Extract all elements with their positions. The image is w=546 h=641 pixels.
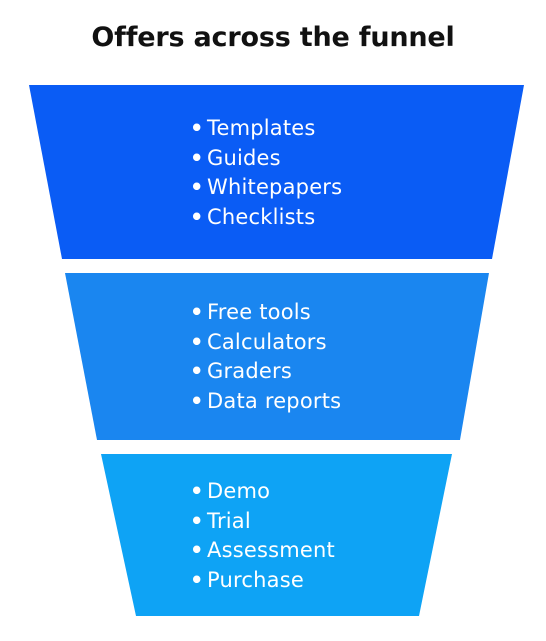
offer-item: Free tools: [190, 298, 341, 328]
stage-2-offer-list: Free tools Calculators Graders Data repo…: [190, 298, 341, 416]
offer-item: Templates: [190, 114, 342, 144]
offer-item: Data reports: [190, 387, 341, 417]
offer-item: Purchase: [190, 566, 335, 596]
offer-item: Calculators: [190, 328, 341, 358]
offer-item: Whitepapers: [190, 173, 342, 203]
stage-3-offer-list: Demo Trial Assessment Purchase: [190, 477, 335, 595]
offer-item: Demo: [190, 477, 335, 507]
offer-item: Assessment: [190, 536, 335, 566]
offer-item: Checklists: [190, 203, 342, 233]
diagram-title: Offers across the funnel: [91, 22, 455, 53]
stage-1-offer-list: Templates Guides Whitepapers Checklists: [190, 114, 342, 232]
offer-item: Guides: [190, 144, 342, 174]
offer-item: Trial: [190, 507, 335, 537]
offer-item: Graders: [190, 357, 341, 387]
